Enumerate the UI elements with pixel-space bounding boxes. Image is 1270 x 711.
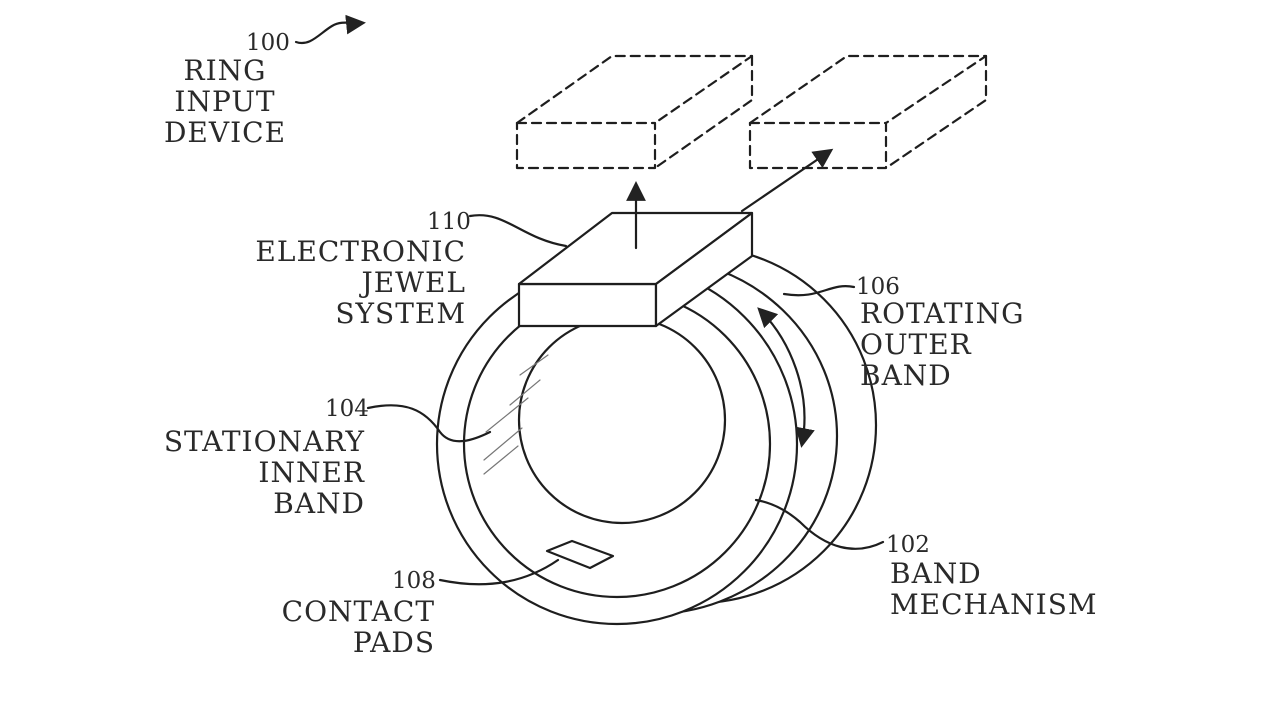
ring-input-device-leader xyxy=(296,23,362,43)
label-line: STATIONARY xyxy=(140,426,365,457)
label-line: RING xyxy=(160,55,290,86)
label-line: MECHANISM xyxy=(890,589,1098,620)
contact-pads-number: 108 xyxy=(392,568,436,594)
label-line: BAND xyxy=(140,488,365,519)
ring-input-device-number: 100 xyxy=(246,30,290,56)
external-device-box-right xyxy=(750,56,986,168)
band-mechanism-label: BAND MECHANISM xyxy=(890,558,1098,620)
ring-hole xyxy=(519,317,725,523)
stationary-inner-band-number: 104 xyxy=(325,396,369,422)
label-line: OUTER xyxy=(860,329,1024,360)
label-line: CONTACT xyxy=(250,596,435,627)
label-line: PADS xyxy=(250,627,435,658)
rotating-outer-band-label: ROTATING OUTER BAND xyxy=(860,298,1024,391)
label-line: JEWEL xyxy=(230,267,466,298)
contact-pads-label: CONTACT PADS xyxy=(250,596,435,658)
label-line: ELECTRONIC xyxy=(230,236,466,267)
label-line: INPUT xyxy=(160,86,290,117)
stationary-inner-band-label: STATIONARY INNER BAND xyxy=(140,426,365,519)
label-line: BAND xyxy=(860,360,1024,391)
electronic-jewel-system-label: ELECTRONIC JEWEL SYSTEM xyxy=(230,236,466,329)
band-mechanism-number: 102 xyxy=(886,532,930,558)
jewel-diagonal-arrow xyxy=(742,151,830,211)
external-device-box-left xyxy=(517,56,752,168)
electronic-jewel-leader xyxy=(470,215,566,246)
label-line: ROTATING xyxy=(860,298,1024,329)
electronic-jewel-number: 110 xyxy=(427,209,471,235)
ring-input-device-label: RING INPUT DEVICE xyxy=(160,55,290,148)
label-line: INNER xyxy=(140,457,365,488)
label-line: BAND xyxy=(890,558,1098,589)
label-line: SYSTEM xyxy=(230,298,466,329)
label-line: DEVICE xyxy=(160,117,290,148)
